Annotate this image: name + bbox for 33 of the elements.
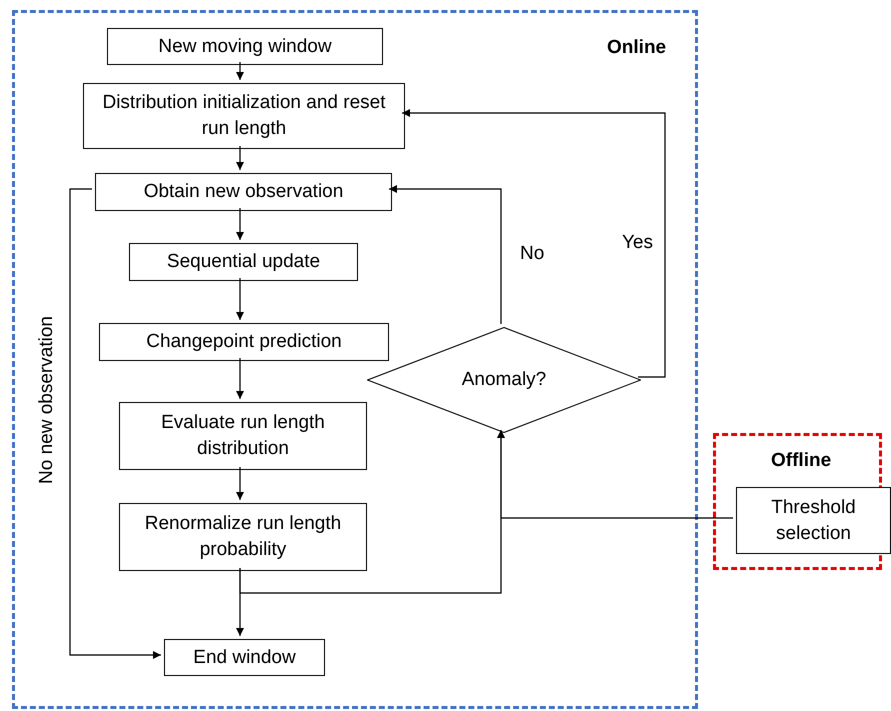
arrow <box>236 467 244 500</box>
arrow <box>236 146 244 170</box>
process-text: Renormalize run length probability <box>144 512 342 562</box>
arrow <box>69 188 161 659</box>
process-text: Sequential update <box>166 250 320 274</box>
process-box <box>83 83 405 149</box>
process-text: New moving window <box>158 34 332 59</box>
process-box <box>736 487 891 554</box>
arrow <box>236 62 244 80</box>
process-box <box>107 28 383 65</box>
process-box <box>119 402 367 470</box>
process-box <box>164 639 325 676</box>
process-box <box>119 503 367 571</box>
decision-text: Anomaly? <box>462 368 546 392</box>
process-box <box>95 173 392 211</box>
arrow <box>402 109 666 378</box>
process-text: Threshold selection <box>770 496 857 546</box>
process-text: Evaluate run length distribution <box>160 411 326 461</box>
process-text: Obtain new observation <box>144 180 344 204</box>
process-text: End window <box>193 646 296 670</box>
arrow <box>236 358 244 399</box>
decision-diamond <box>367 327 641 433</box>
process-text: Changepoint prediction <box>146 330 342 354</box>
arrow <box>236 278 244 320</box>
dashed-region <box>12 10 698 709</box>
process-box <box>99 323 389 361</box>
process-text: Distribution initialization and reset run length <box>101 91 387 141</box>
arrow <box>389 185 502 324</box>
arrow <box>236 208 244 240</box>
region-heading: Online <box>607 36 666 60</box>
arrow <box>497 430 733 519</box>
region-heading: Offline <box>771 449 832 473</box>
process-box <box>129 243 358 281</box>
